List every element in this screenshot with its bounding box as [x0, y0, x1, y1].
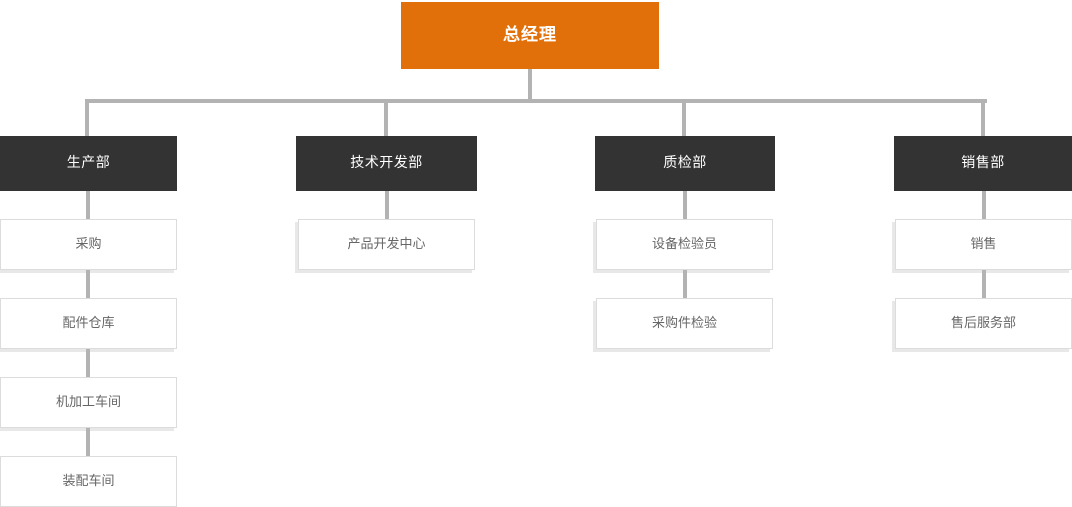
node-leaf-purchasing-label: 采购 — [75, 236, 102, 252]
node-dept-technology-development[interactable]: 技术开发部 — [296, 136, 477, 191]
node-dept-sales[interactable]: 销售部 — [894, 136, 1072, 191]
node-root-general-manager[interactable]: 总经理 — [401, 2, 659, 69]
node-leaf-purchasing[interactable]: 采购 — [0, 219, 177, 270]
node-leaf-purchased-parts-inspection[interactable]: 采购件检验 — [596, 298, 773, 349]
node-leaf-assembly-workshop[interactable]: 装配车间 — [0, 456, 177, 507]
connector-bus-to-dept-2 — [384, 99, 388, 137]
node-leaf-after-sales-service[interactable]: 售后服务部 — [895, 298, 1072, 349]
node-leaf-sales-label: 销售 — [970, 236, 997, 252]
connector-horizontal-bus — [85, 99, 987, 103]
node-leaf-parts-warehouse-label: 配件仓库 — [62, 315, 115, 331]
node-dept-quality-inspection-label: 质检部 — [663, 155, 707, 172]
connector-bus-to-dept-3 — [682, 99, 686, 137]
node-root-label: 总经理 — [503, 25, 557, 46]
node-leaf-equipment-inspector[interactable]: 设备检验员 — [596, 219, 773, 270]
node-dept-quality-inspection[interactable]: 质检部 — [595, 136, 775, 191]
connector-dept3-child1-to-child2 — [683, 270, 687, 298]
connector-dept4-to-child1 — [982, 191, 986, 219]
connector-dept1-child2-to-child3 — [86, 349, 90, 377]
node-leaf-purchased-parts-inspection-label: 采购件检验 — [651, 315, 717, 331]
node-leaf-assembly-workshop-label: 装配车间 — [62, 473, 115, 489]
node-leaf-product-development-center-label: 产品开发中心 — [347, 236, 426, 252]
connector-dept2-to-child1 — [385, 191, 389, 219]
node-dept-sales-label: 销售部 — [961, 155, 1005, 172]
connector-dept1-to-child1 — [86, 191, 90, 219]
node-leaf-equipment-inspector-label: 设备检验员 — [651, 236, 717, 252]
node-leaf-after-sales-service-label: 售后服务部 — [950, 315, 1016, 331]
node-leaf-machining-workshop-label: 机加工车间 — [55, 394, 121, 410]
connector-dept4-child1-to-child2 — [982, 270, 986, 298]
node-dept-technology-development-label: 技术开发部 — [350, 155, 423, 172]
node-leaf-parts-warehouse[interactable]: 配件仓库 — [0, 298, 177, 349]
connector-bus-to-dept-1 — [85, 99, 89, 137]
connector-dept1-child1-to-child2 — [86, 270, 90, 298]
node-dept-production-label: 生产部 — [66, 155, 111, 172]
node-leaf-product-development-center[interactable]: 产品开发中心 — [298, 219, 475, 270]
node-dept-production[interactable]: 生产部 — [0, 136, 177, 191]
connector-dept1-child3-to-child4 — [86, 428, 90, 456]
connector-dept3-to-child1 — [683, 191, 687, 219]
node-leaf-machining-workshop[interactable]: 机加工车间 — [0, 377, 177, 428]
connector-root-stem — [528, 69, 532, 103]
node-leaf-sales[interactable]: 销售 — [895, 219, 1072, 270]
connector-bus-to-dept-4 — [981, 99, 985, 137]
